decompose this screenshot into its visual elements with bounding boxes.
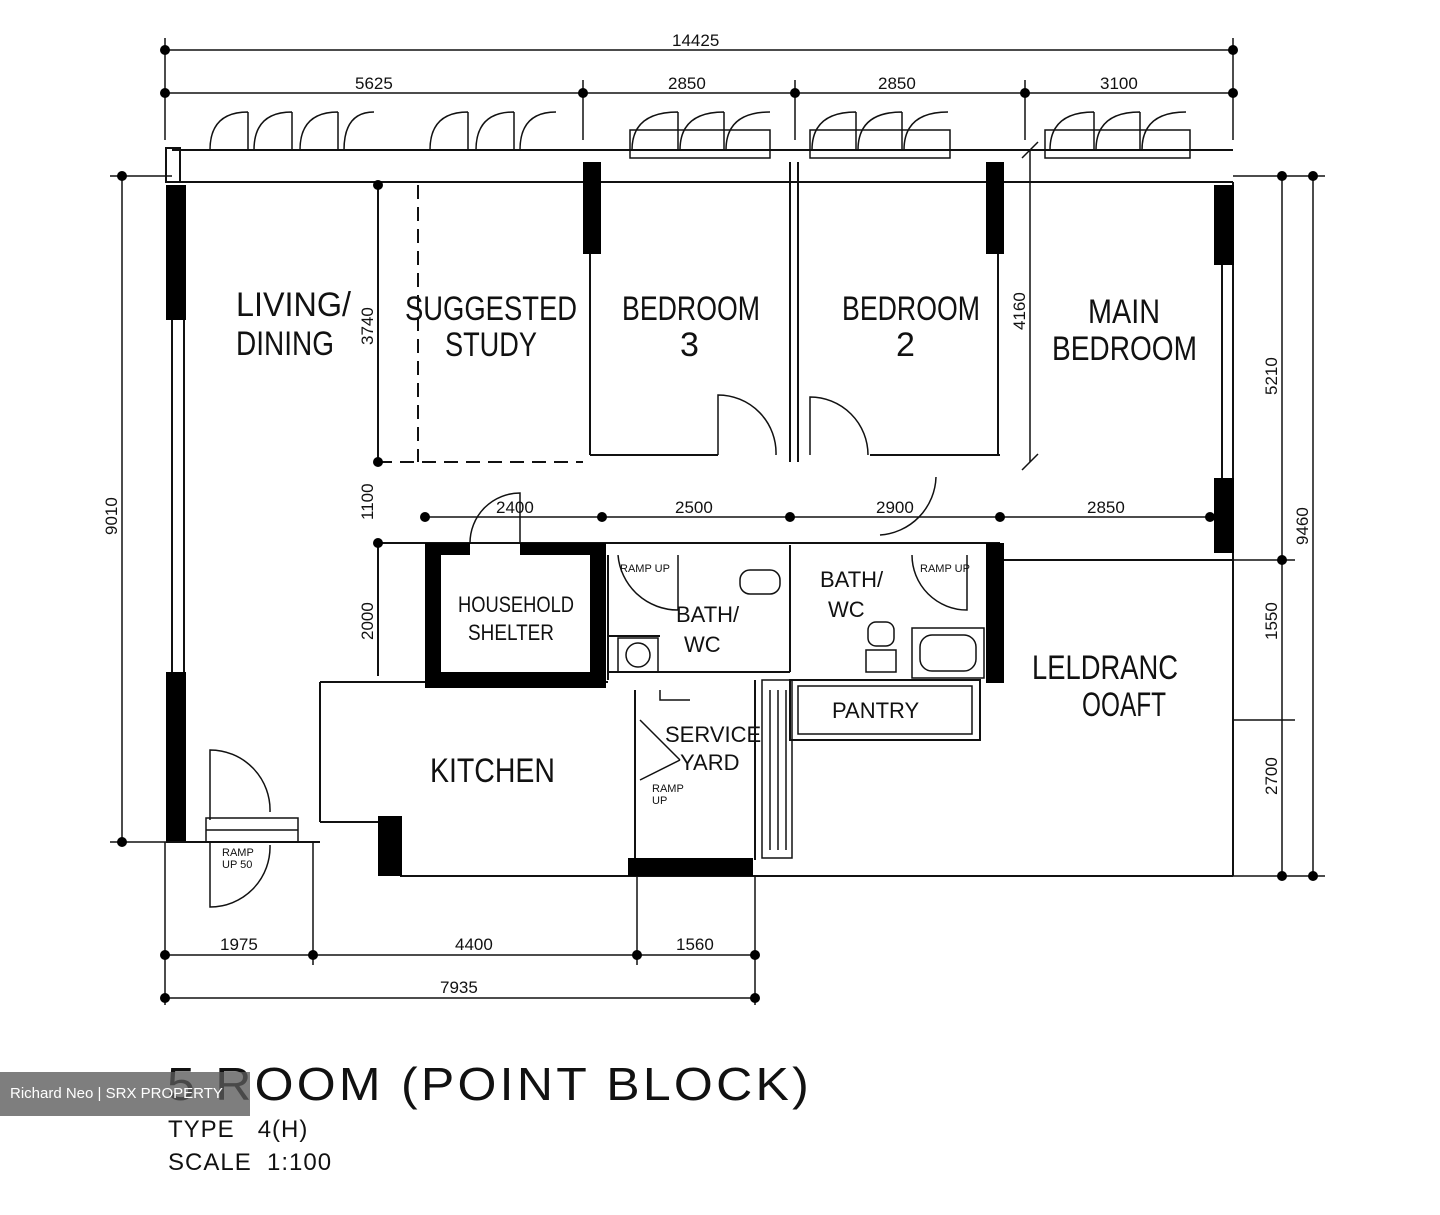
label-main-2: BEDROOM	[1052, 330, 1197, 368]
dim-overall-width: 14425	[672, 31, 719, 50]
dim-right-upper: 5210	[1262, 357, 1281, 395]
ramp-label-3a: RAMP	[652, 783, 684, 795]
kitchen-walls	[319, 682, 402, 876]
dim-bottom-2: 4400	[455, 935, 493, 954]
label-bath1-2: WC	[684, 632, 721, 657]
dim-corridor: 1100	[358, 483, 377, 520]
dim-mid-1: 2400	[496, 498, 534, 517]
plan-type: TYPE 4(H)	[168, 1116, 308, 1143]
label-living-1: LIVING/	[236, 286, 352, 324]
label-bedroom2-2: 2	[896, 326, 915, 364]
label-bath2-2: WC	[828, 597, 865, 622]
label-bedroom2-1: BEDROOM	[842, 290, 980, 328]
label-service-1: SERVICE	[665, 722, 761, 747]
left-dimension-lines	[110, 171, 172, 847]
ramp-label-4a: RAMP	[222, 847, 254, 859]
dim-bottom-1: 1975	[220, 935, 258, 954]
right-dimension-lines	[1233, 171, 1325, 881]
label-service-2: YARD	[680, 750, 740, 775]
interior-vertical-dims	[1021, 141, 1039, 471]
bottom-dimension-lines	[160, 842, 760, 1005]
top-windows	[209, 111, 1191, 159]
watermark-banner: Richard Neo | SRX PROPERTY	[0, 1072, 250, 1116]
pantry-counter	[789, 679, 981, 741]
dim-right-mid: 1550	[1262, 602, 1281, 640]
label-kitchen: KITCHEN	[430, 752, 555, 790]
exterior-walls	[165, 147, 1234, 877]
entrance-door	[205, 749, 299, 908]
dim-bottom-3: 1560	[676, 935, 714, 954]
label-bedroom3-1: BEDROOM	[622, 290, 760, 328]
dim-mid-3: 2900	[876, 498, 914, 517]
label-study-1: SUGGESTED	[405, 290, 577, 328]
dim-study-height: 3740	[358, 307, 377, 345]
label-bath2-1: BATH/	[820, 567, 884, 592]
label-ledge-1: LELDRANC	[1032, 649, 1178, 687]
plan-title: 5 ROOM (POINT BLOCK)	[167, 1058, 812, 1110]
ramp-label-4b: UP 50	[222, 859, 252, 871]
dim-left-total: 9010	[102, 497, 121, 535]
door-swings	[469, 394, 937, 544]
label-bath1-1: BATH/	[676, 602, 740, 627]
label-pantry: PANTRY	[832, 698, 920, 723]
household-shelter	[425, 543, 606, 688]
label-shelter-2: SHELTER	[468, 620, 554, 645]
top-dimension-lines	[160, 38, 1238, 140]
dim-top-2: 2850	[668, 74, 706, 93]
ramp-label-2: RAMP UP	[920, 563, 970, 575]
dim-shelter-height: 2000	[358, 602, 377, 640]
ramp-label-3b: UP	[652, 795, 667, 807]
interior-walls	[320, 162, 1004, 683]
label-main-1: MAIN	[1088, 293, 1160, 331]
label-ledge-2: OOAFT	[1082, 686, 1166, 724]
dim-right-total: 9460	[1293, 507, 1312, 545]
label-study-2: STUDY	[445, 326, 537, 364]
dim-mid-2: 2500	[675, 498, 713, 517]
label-bedroom3-2: 3	[680, 326, 699, 364]
label-shelter-1: HOUSEHOLD	[458, 592, 574, 617]
dim-bottom-total: 7935	[440, 978, 478, 997]
dim-top-3: 2850	[878, 74, 916, 93]
plan-scale: SCALE 1:100	[168, 1149, 332, 1176]
bathrooms	[607, 543, 1004, 683]
dim-top-1: 5625	[355, 74, 393, 93]
dim-right-lower: 2700	[1262, 757, 1281, 795]
dim-bed2-height: 4160	[1010, 292, 1029, 330]
label-living-2: DINING	[236, 325, 334, 363]
dim-mid-4: 2850	[1087, 498, 1125, 517]
dim-top-4: 3100	[1100, 74, 1138, 93]
ramp-label-1: RAMP UP	[620, 563, 670, 575]
service-yard	[628, 679, 793, 876]
mid-dimension-lines	[420, 512, 1215, 522]
